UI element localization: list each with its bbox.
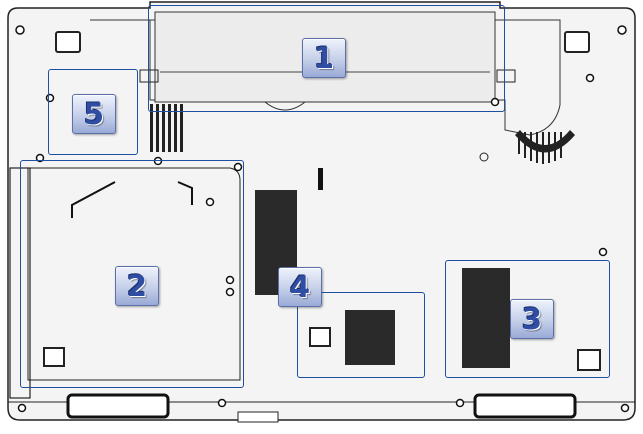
callout-2-label: 2: [126, 268, 148, 303]
callout-3: 3: [510, 299, 554, 339]
callout-1: 1: [302, 38, 346, 78]
hdd-cover: [27, 167, 241, 381]
foot-top-left: [55, 31, 81, 53]
vent-small-top: [150, 104, 183, 152]
foot-bottom-right: [473, 393, 577, 419]
foot-top-right: [564, 31, 590, 53]
foot-mid-center: [309, 327, 331, 347]
zone-vent-right: [445, 260, 610, 378]
callout-5-label: 5: [83, 96, 105, 131]
callout-4: 4: [278, 267, 322, 307]
callout-1-label: 1: [313, 40, 335, 75]
callout-5: 5: [72, 94, 116, 134]
zone-ram: [297, 292, 425, 378]
zone-fan: [48, 69, 138, 155]
screws: [15, 25, 630, 413]
zone-battery: [148, 5, 505, 112]
vent-right: [462, 268, 510, 368]
fan-grille-right: [515, 130, 575, 164]
foot-mid-right: [577, 349, 601, 371]
callout-4-label: 4: [289, 269, 311, 304]
battery-bay: [90, 19, 561, 136]
callout-2: 2: [115, 266, 159, 306]
foot-bottom-left: [66, 393, 170, 419]
foot-mid-left: [43, 347, 65, 367]
callout-3-label: 3: [521, 301, 543, 336]
zone-hdd: [20, 160, 244, 388]
